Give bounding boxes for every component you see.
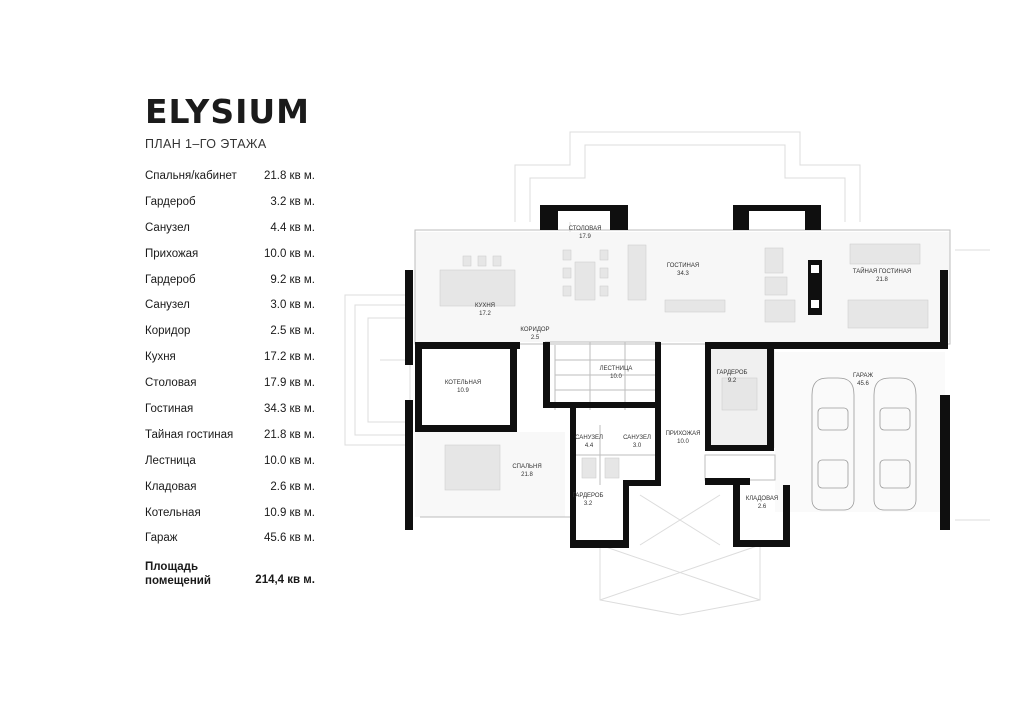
area-value: 2.6 кв м. (270, 480, 315, 493)
room-label-lestnica: ЛЕСТНИЦА (600, 366, 633, 372)
room-area-kotelnaya: 10.9 (457, 388, 469, 394)
site-outline (344, 131, 990, 616)
room-label-kitchen: КУХНЯ (475, 303, 495, 309)
room-label-kotelnaya: КОТЕЛЬНАЯ (445, 380, 481, 386)
room-label-sanuzel1: САНУЗЕЛ (575, 435, 603, 441)
room-labels: СТОЛОВАЯ 17.9 КУХНЯ 17.2 ГОСТИНАЯ 34.3 Т… (445, 226, 911, 510)
room-label-gostinaya: ГОСТИНАЯ (667, 263, 699, 269)
area-row: Гараж 45.6 кв м. (145, 532, 315, 558)
furniture (439, 243, 929, 491)
area-name: Кухня (145, 351, 176, 364)
area-row: Санузел 3.0 кв м. (145, 299, 315, 325)
area-row: Тайная гостиная 21.8 кв м. (145, 429, 315, 455)
room-area-taynaya: 21.8 (876, 277, 888, 283)
brand-title: ELYSIUM (145, 92, 311, 131)
area-name: Гардероб (145, 273, 196, 286)
area-name: Коридор (145, 325, 191, 338)
room-label-garderob2: ГАРДЕРОБ (573, 493, 604, 499)
area-row: Кладовая 2.6 кв м. (145, 481, 315, 507)
area-value: 9.2 кв м. (270, 273, 315, 286)
area-value: 17.9 кв м. (263, 377, 315, 390)
area-value: 10.0 кв м. (263, 454, 315, 467)
room-area-garage: 45.6 (857, 381, 869, 387)
room-label-prihozhaya: ПРИХОЖАЯ (666, 431, 701, 437)
area-row: Коридор 2.5 кв м. (145, 325, 315, 351)
floor-plan: СТОЛОВАЯ 17.9 КУХНЯ 17.2 ГОСТИНАЯ 34.3 Т… (344, 131, 990, 616)
area-value: 17.2 кв м. (263, 351, 315, 364)
interior-fills (415, 232, 950, 517)
area-value: 21.8 кв м. (263, 428, 315, 441)
room-area-sanuzel1: 4.4 (585, 443, 594, 449)
area-row: Гардероб 9.2 кв м. (145, 274, 315, 300)
interior-lines (414, 229, 951, 518)
room-label-koridor: КОРИДОР (520, 327, 549, 333)
area-name: Прихожая (145, 247, 199, 260)
area-name: Гардероб (145, 195, 196, 208)
area-row: Кухня 17.2 кв м. (145, 351, 315, 377)
area-value: 45.6 кв м. (263, 532, 315, 545)
total-value: 214,4 кв м. (255, 574, 315, 587)
area-row: Столовая 17.9 кв м. (145, 377, 315, 403)
room-label-sanuzel2: САНУЗЕЛ (623, 435, 651, 441)
room-area-koridor: 2.5 (531, 335, 540, 341)
area-name: Кладовая (145, 480, 197, 493)
room-area-lestnica: 10.0 (610, 374, 622, 380)
room-area-prihozhaya: 10.0 (677, 439, 689, 445)
total-label-line2: помещений (145, 575, 211, 588)
room-area-kladovaya: 2.6 (758, 504, 767, 510)
room-label-spalnya: СПАЛЬНЯ (512, 464, 541, 470)
area-name: Столовая (145, 377, 197, 390)
room-label-taynaya: ТАЙНАЯ ГОСТИНАЯ (853, 267, 911, 275)
area-row: Котельная 10.9 кв м. (145, 507, 315, 533)
area-value: 34.3 кв м. (263, 403, 315, 416)
room-area-garderob1: 9.2 (728, 378, 737, 384)
walls (405, 205, 950, 548)
area-value: 3.0 кв м. (270, 299, 315, 312)
room-area-kitchen: 17.2 (479, 311, 491, 317)
plan-title: ПЛАН 1–ГО ЭТАЖА (145, 137, 267, 151)
area-name: Санузел (145, 221, 190, 234)
area-value: 10.9 кв м. (263, 506, 315, 519)
area-value: 10.0 кв м. (263, 247, 315, 260)
wall-inner-marks (811, 265, 819, 308)
area-name: Спальня/кабинет (145, 170, 237, 182)
area-row: Гостиная 34.3 кв м. (145, 403, 315, 429)
area-value: 3.2 кв м. (270, 195, 315, 208)
area-value: 4.4 кв м. (270, 221, 315, 234)
area-name: Санузел (145, 299, 190, 312)
room-label-stolovaya: СТОЛОВАЯ (569, 226, 602, 232)
area-name: Тайная гостиная (145, 428, 234, 441)
total-label-line1: Площадь (145, 561, 199, 574)
area-row: Гардероб 3.2 кв м. (145, 196, 315, 222)
car-outlines (811, 377, 917, 511)
room-area-garderob2: 3.2 (584, 501, 593, 507)
area-name: Лестница (145, 454, 196, 467)
room-area-sanuzel2: 3.0 (633, 443, 642, 449)
area-value: 2.5 кв м. (270, 325, 315, 338)
area-name: Гараж (145, 532, 178, 545)
area-row: Лестница 10.0 кв м. (145, 455, 315, 481)
area-row: Спальня/кабинет 21.8 кв м. (145, 170, 315, 196)
room-label-kladovaya: КЛАДОВАЯ (746, 496, 779, 502)
room-area-spalnya: 21.8 (521, 472, 533, 478)
room-area-stolovaya: 17.9 (579, 234, 591, 240)
room-area-gostinaya: 34.3 (677, 271, 689, 277)
area-row: Санузел 4.4 кв м. (145, 222, 315, 248)
area-row: Прихожая 10.0 кв м. (145, 248, 315, 274)
room-label-garage: ГАРАЖ (853, 373, 873, 379)
area-name: Гостиная (145, 403, 194, 416)
room-label-garderob1: ГАРДЕРОБ (717, 370, 748, 376)
area-value: 21.8 кв м. (263, 170, 315, 182)
area-name: Котельная (145, 506, 201, 519)
area-list: Спальня/кабинет 21.8 кв м. Гардероб 3.2 кв… (145, 170, 315, 594)
